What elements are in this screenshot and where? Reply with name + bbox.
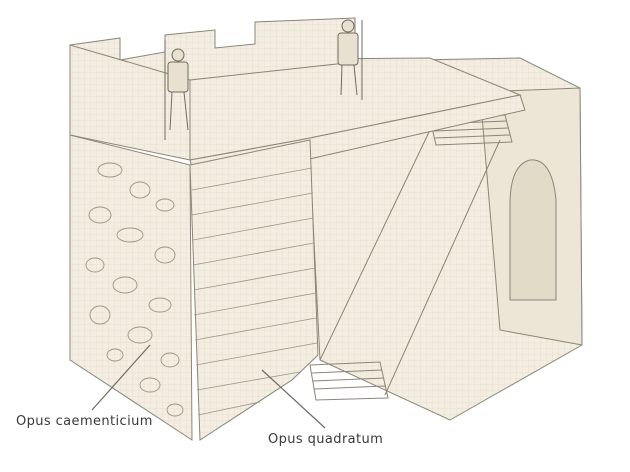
- battlement: [69, 17, 356, 161]
- label-opus-caementicium: Opus caementicium: [16, 414, 153, 429]
- lower-steps: [309, 361, 389, 401]
- arch-doorway: [509, 159, 557, 301]
- soldier-figure-right: [337, 19, 363, 100]
- soldier-figure-left: [164, 40, 189, 140]
- stair-rail: [319, 129, 431, 361]
- interior-room: [304, 57, 583, 421]
- leader-line-quadratum: [261, 369, 326, 429]
- rubble-core-face: [69, 134, 193, 441]
- ashlar-face: [189, 139, 319, 441]
- label-opus-quadratum: Opus quadratum: [268, 432, 384, 447]
- leader-line-caementicium: [91, 344, 151, 411]
